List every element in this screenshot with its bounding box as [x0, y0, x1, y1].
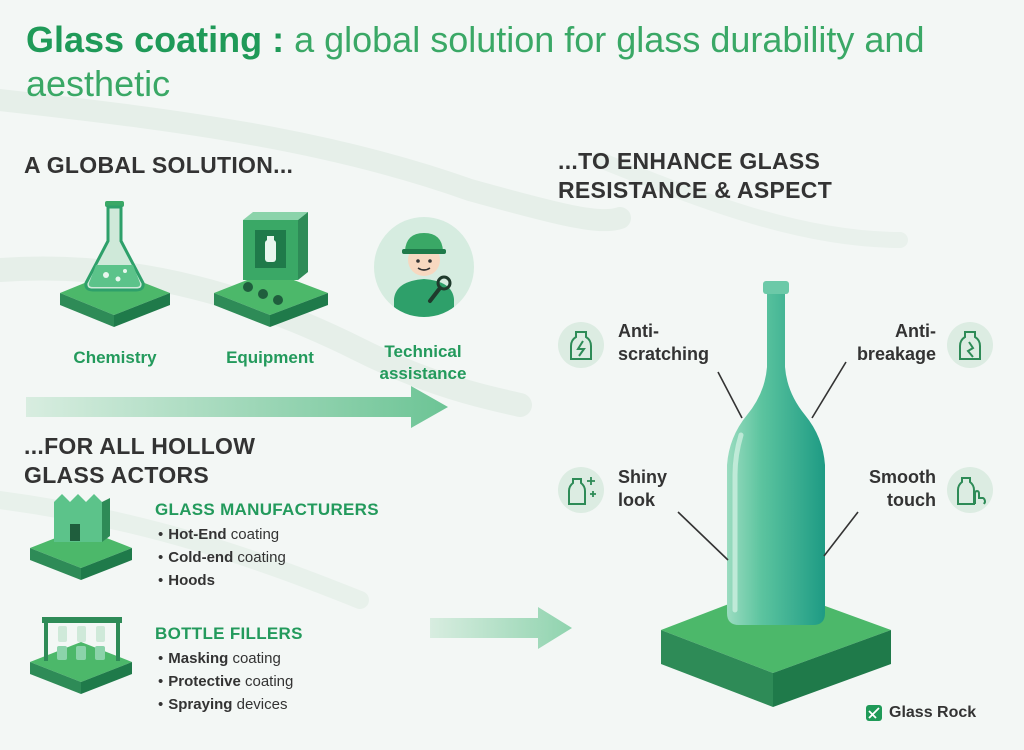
smooth-touch-icon: [947, 467, 993, 513]
actor-name-glass-manufacturers: GLASS MANUFACTURERS: [155, 500, 379, 519]
solution-label-chemistry: Chemistry: [73, 348, 157, 367]
actor-items-bottle-fillers: Masking coating Protective coating Spray…: [158, 647, 293, 716]
actor-name-bottle-fillers: BOTTLE FILLERS: [155, 624, 303, 643]
factory-icon: [30, 494, 132, 580]
glass-rock-logo-icon: [866, 705, 882, 721]
heading-enhance: ...TO ENHANCE GLASS RESISTANCE & ASPECT: [558, 148, 833, 203]
anti-scratching-icon: [558, 322, 604, 368]
brand-name: Glass Rock: [889, 704, 977, 721]
property-anti-scratching: Anti-scratching: [618, 321, 710, 364]
flow-arrow-small: [430, 607, 572, 649]
flow-arrow: [26, 386, 448, 428]
list-item: Protective coating: [158, 670, 293, 693]
title-rest: a global solution for glass durability a…: [26, 19, 925, 104]
page-title: Glass coating : a global solution for gl…: [26, 18, 1006, 106]
technician-icon: [374, 217, 474, 317]
property-smooth-touch: Smooth touch: [869, 467, 936, 510]
shiny-look-icon: [558, 467, 604, 513]
list-item: Masking coating: [158, 647, 293, 670]
flask-icon: [60, 201, 170, 327]
filling-line-icon: [30, 617, 132, 694]
list-item: Spraying devices: [158, 693, 293, 716]
heading-actors: ...FOR ALL HOLLOW GLASS ACTORS: [24, 433, 256, 488]
list-item: Hoods: [158, 569, 286, 592]
property-anti-breakage: Anti-breakage: [856, 321, 936, 364]
heading-global-solution: A GLOBAL SOLUTION...: [24, 152, 294, 178]
solution-label-technical-assistance: Technical assistance: [379, 342, 467, 383]
equipment-icon: [214, 212, 328, 327]
actor-items-glass-manufacturers: Hot-End coating Cold-end coating Hoods: [158, 523, 286, 592]
anti-breakage-icon: [947, 322, 993, 368]
solution-label-equipment: Equipment: [226, 348, 314, 367]
bottle-illustration: [661, 281, 891, 707]
list-item: Cold-end coating: [158, 546, 286, 569]
title-bold: Glass coating :: [26, 19, 285, 60]
list-item: Hot-End coating: [158, 523, 286, 546]
property-shiny-look: Shiny look: [618, 467, 668, 510]
